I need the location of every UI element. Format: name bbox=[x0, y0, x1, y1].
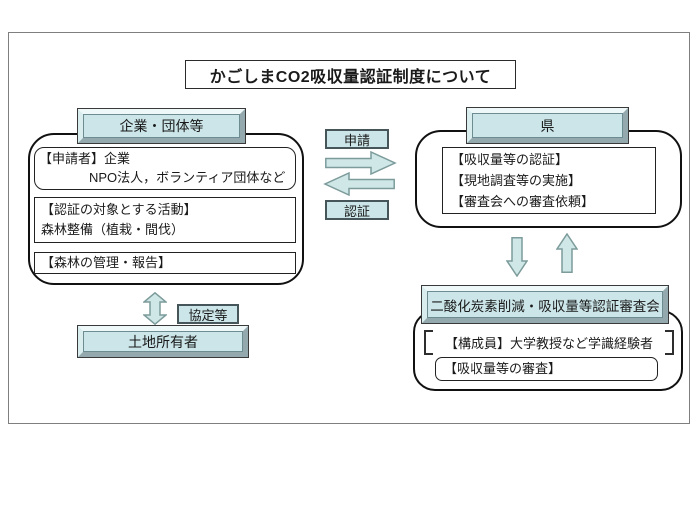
activity-line1: 【認証の対象とする活動】 bbox=[41, 202, 197, 217]
prefecture-group-header: 県 bbox=[466, 107, 629, 144]
agreement-label: 協定等 bbox=[177, 304, 239, 324]
applicant-line1: 【申請者】企業 bbox=[39, 151, 131, 166]
certify-left-arrow-icon bbox=[323, 172, 395, 196]
review-box: 【吸収量等の審査】 bbox=[435, 357, 658, 381]
applicant-group-header: 企業・団体等 bbox=[77, 108, 246, 144]
task-line2: 【現地調査等の実施】 bbox=[451, 173, 582, 188]
review-line: 【吸収量等の審査】 bbox=[444, 361, 562, 376]
task-line1: 【吸収量等の認証】 bbox=[451, 152, 569, 167]
committee-header: 二酸化炭素削減・吸収量等認証審査会 bbox=[421, 285, 669, 324]
members-line: 【構成員】大学教授など学識経験者 bbox=[444, 336, 653, 351]
prefecture-tasks-box: 【吸収量等の認証】 【現地調査等の実施】 【審査会への審査依頼】 bbox=[442, 147, 656, 214]
committee-members: 【構成員】大学教授など学識経験者 bbox=[424, 330, 674, 355]
request-down-arrow-icon bbox=[506, 237, 528, 277]
certify-label: 認証 bbox=[325, 200, 389, 220]
landowner-header: 土地所有者 bbox=[77, 325, 249, 358]
applicant-line2: NPO法人，ボランティア団体など bbox=[89, 170, 286, 185]
diagram-title: かごしまCO2吸収量認証制度について bbox=[185, 60, 516, 89]
right-bracket-icon bbox=[665, 330, 674, 355]
management-line: 【森林の管理・報告】 bbox=[41, 255, 172, 270]
applicant-box: 【申請者】企業 NPO法人，ボランティア団体など bbox=[34, 147, 296, 190]
activity-line2: 森林整備（植栽・間伐） bbox=[41, 222, 185, 237]
activity-box: 【認証の対象とする活動】 森林整備（植栽・間伐） bbox=[34, 197, 296, 243]
management-box: 【森林の管理・報告】 bbox=[34, 252, 296, 274]
report-up-arrow-icon bbox=[556, 233, 578, 273]
apply-right-arrow-icon bbox=[325, 151, 397, 175]
apply-label: 申請 bbox=[325, 129, 389, 149]
task-line3: 【審査会への審査依頼】 bbox=[451, 194, 595, 209]
left-bracket-icon bbox=[424, 330, 433, 355]
agreement-double-arrow-icon bbox=[143, 292, 167, 325]
